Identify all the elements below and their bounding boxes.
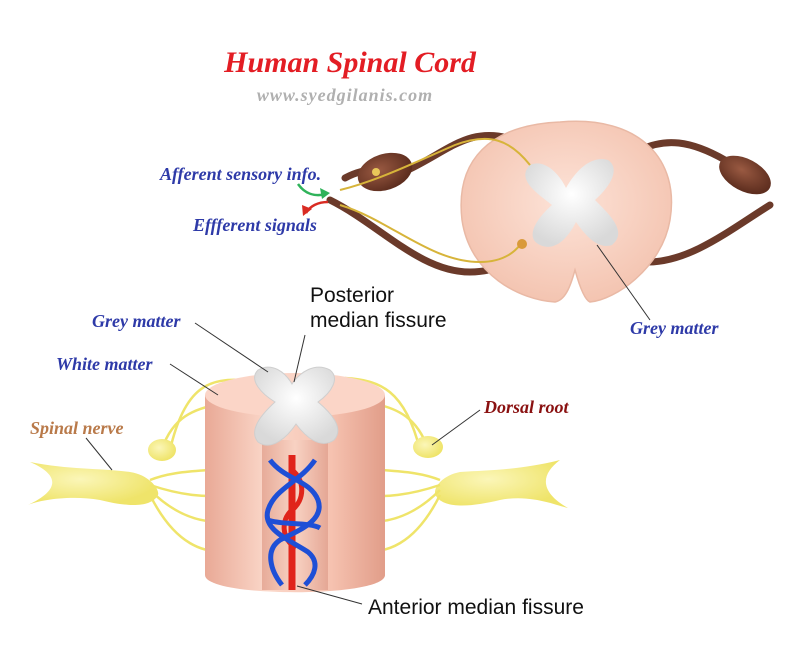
label-grey-matter-left: Grey matter bbox=[92, 311, 181, 331]
efferent-arrow bbox=[304, 200, 329, 214]
afferent-pathway bbox=[339, 137, 531, 191]
dorsal-root-ganglion-right bbox=[719, 155, 771, 195]
efferent-arrowhead bbox=[302, 205, 312, 216]
dorsal-root-ganglion-left-3d bbox=[148, 439, 176, 461]
cross-section-top bbox=[296, 120, 774, 321]
spinal-veins bbox=[264, 458, 322, 587]
leader-posterior bbox=[293, 334, 306, 383]
spinal-nerve-left bbox=[28, 462, 159, 505]
spinal-nerve-left-branch bbox=[28, 505, 120, 508]
label-spinal-nerve: Spinal nerve bbox=[30, 418, 124, 438]
label-white-matter: White matter bbox=[56, 354, 153, 374]
cord-3d-segment bbox=[28, 322, 568, 605]
efferent-pathway bbox=[339, 204, 521, 264]
label-afferent: Afferent sensory info. bbox=[159, 164, 321, 184]
diagram-title: Human Spinal Cord bbox=[223, 46, 477, 79]
label-anterior: Anterior median fissure bbox=[368, 596, 584, 619]
label-posterior-line1: Posterior bbox=[310, 284, 394, 307]
label-dorsal-root: Dorsal root bbox=[483, 397, 570, 417]
leader-white-matter bbox=[169, 363, 219, 396]
afferent-arrowhead bbox=[320, 188, 330, 199]
leader-grey-matter-left bbox=[194, 322, 269, 373]
website-url: www.syedgilanis.com bbox=[257, 85, 433, 105]
grey-matter-leader-right bbox=[596, 244, 651, 321]
label-grey-matter-right: Grey matter bbox=[630, 318, 719, 338]
leader-dorsal-root bbox=[431, 409, 481, 446]
grey-matter-shape-3d bbox=[254, 366, 339, 446]
grey-matter-shape-top bbox=[525, 159, 619, 247]
ventral-nerve-right bbox=[644, 201, 774, 266]
dorsal-root-ganglion-left bbox=[357, 152, 413, 192]
spinal-nerve-right bbox=[435, 460, 568, 508]
dorsal-root-ganglion-right-3d bbox=[413, 436, 443, 458]
neuron-cell-body bbox=[372, 168, 380, 176]
leader-spinal-nerve bbox=[85, 437, 113, 471]
motor-neuron bbox=[517, 239, 527, 249]
label-posterior-line2: median fissure bbox=[310, 309, 447, 332]
leader-anterior bbox=[296, 585, 363, 605]
label-efferent: Effferent signals bbox=[192, 215, 317, 235]
